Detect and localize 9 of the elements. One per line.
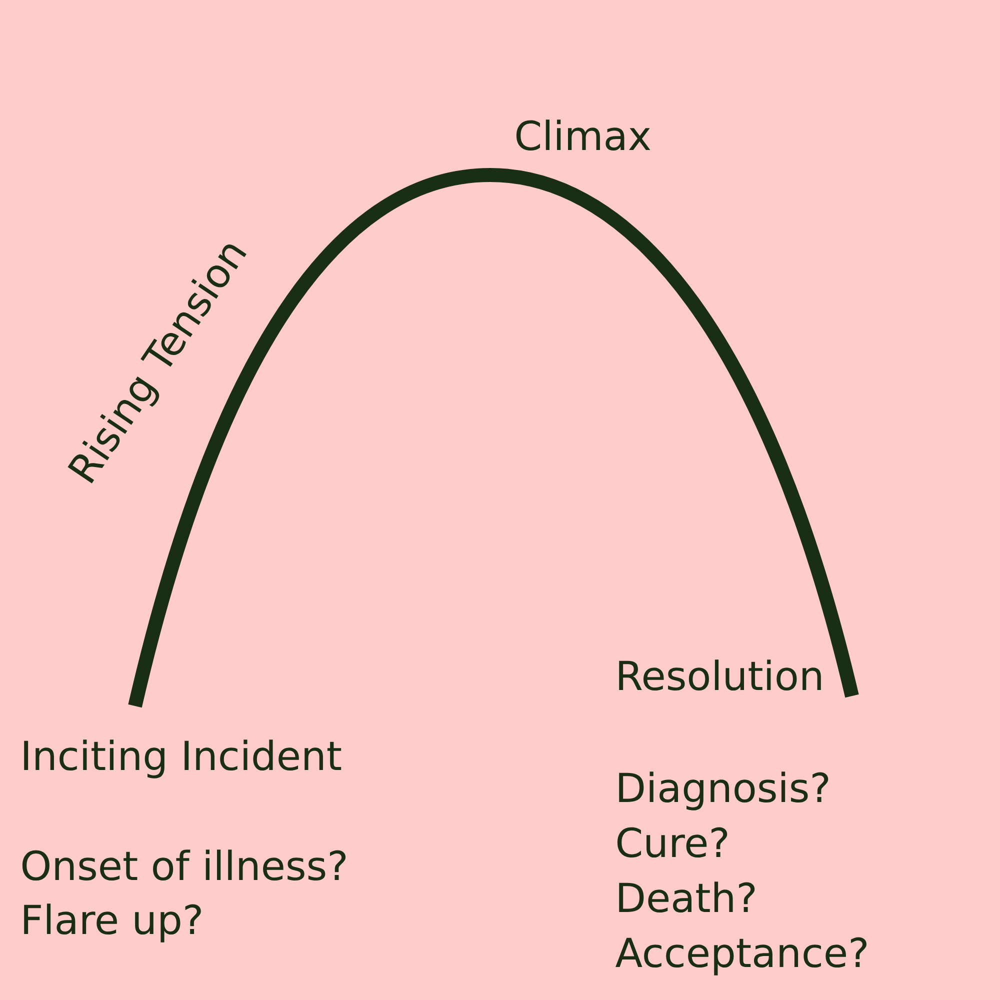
question-text: Cure?	[617, 827, 728, 858]
stage-label: Climax	[516, 120, 650, 151]
question-text: Onset of illness?	[22, 850, 346, 881]
stage-label: Inciting Incident	[24, 740, 342, 778]
question-text: Flare up?	[24, 904, 201, 942]
stage-label: Resolution	[619, 660, 821, 691]
question-text: Diagnosis?	[619, 772, 828, 810]
question-text: Acceptance?	[616, 937, 866, 976]
question-text: Death?	[619, 882, 755, 913]
